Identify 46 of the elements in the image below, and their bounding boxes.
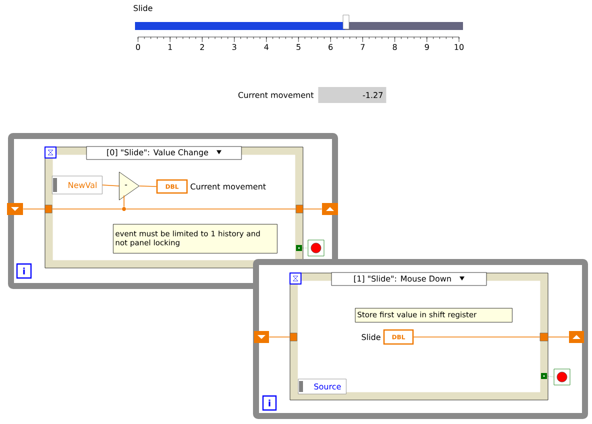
tick-label: 2 xyxy=(200,44,204,50)
tick-label: 7 xyxy=(360,44,365,50)
tick-label: 6 xyxy=(328,44,333,50)
stop-terminal xyxy=(541,373,547,379)
tunnel xyxy=(540,332,548,342)
subtract-function: - xyxy=(119,172,140,200)
tunnel xyxy=(44,204,52,214)
event-data-node: Source xyxy=(298,378,346,394)
wire xyxy=(302,208,322,210)
control-label: Slide xyxy=(134,4,152,12)
wire xyxy=(52,208,122,210)
tick-label: 5 xyxy=(296,44,300,50)
wire xyxy=(548,336,570,338)
shift-register xyxy=(322,203,338,215)
tick-label: 8 xyxy=(392,44,397,50)
wire-junction xyxy=(122,207,126,211)
numeric-indicator: -1.27 xyxy=(318,87,386,103)
wire xyxy=(102,184,120,186)
shift-register xyxy=(254,331,269,343)
tick-label: 0 xyxy=(136,44,140,50)
wire xyxy=(139,186,157,187)
iteration-terminal: i xyxy=(16,263,32,279)
wire xyxy=(126,208,296,210)
iteration-terminal: i xyxy=(262,395,277,411)
wire xyxy=(268,336,290,338)
stop-button xyxy=(308,240,324,256)
stop-button xyxy=(554,368,570,386)
event-data-node: NewVal xyxy=(52,176,102,194)
tick-label: 10 xyxy=(454,44,464,50)
wire xyxy=(413,336,540,338)
tick-label: 1 xyxy=(168,44,172,50)
tunnel xyxy=(290,332,298,342)
indicator-label: Current movement xyxy=(238,92,314,98)
case-selector: [1] "Slide": Mouse Down xyxy=(331,272,487,286)
shift-register xyxy=(569,331,584,343)
tick-label: 4 xyxy=(264,44,268,50)
stop-terminal xyxy=(296,245,302,251)
terminal-label: Current movement xyxy=(190,183,266,190)
case-selector: [0] "Slide": Value Change xyxy=(86,146,242,160)
shift-register xyxy=(7,203,23,215)
tick-label: 3 xyxy=(232,44,236,50)
wire xyxy=(22,208,46,210)
tick-label: 9 xyxy=(424,44,429,50)
wire xyxy=(547,376,554,378)
tunnel xyxy=(296,204,304,214)
terminal-label: Slide xyxy=(362,334,380,340)
